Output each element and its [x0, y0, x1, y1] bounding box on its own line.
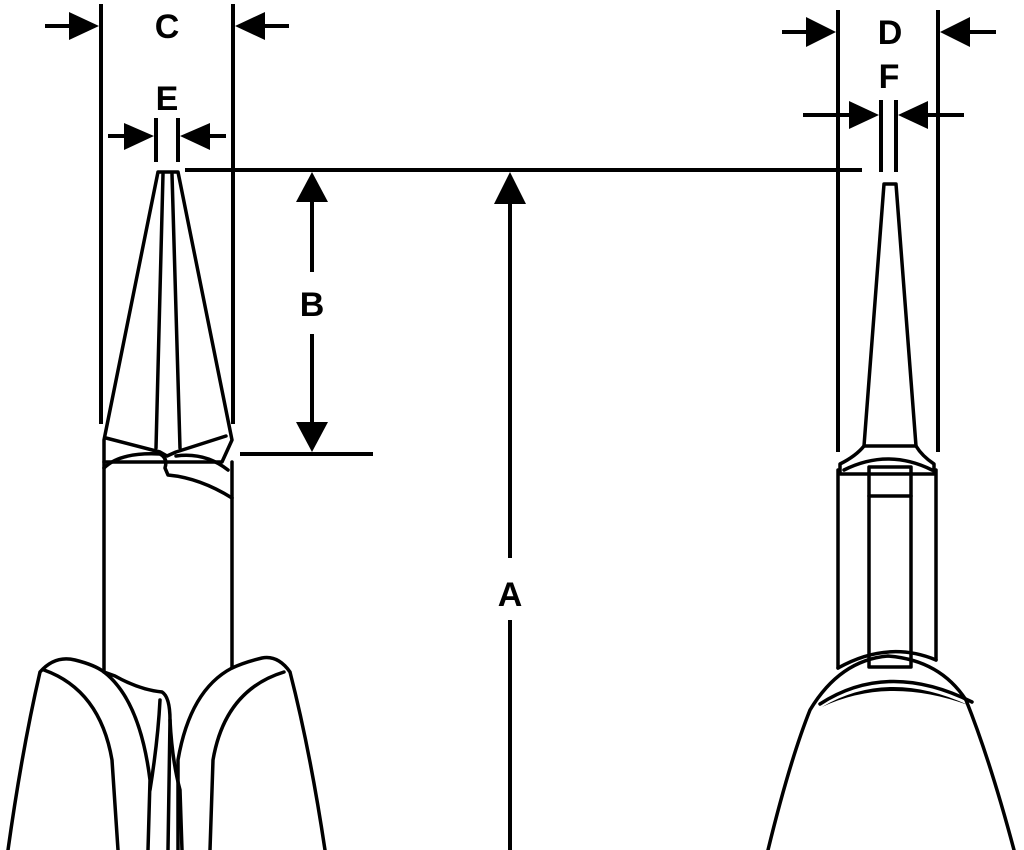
arrow-left-icon [180, 123, 210, 150]
label-C: C [155, 8, 180, 46]
arrow-right-icon [69, 12, 99, 40]
label-B: B [300, 286, 325, 324]
label-E: E [156, 80, 179, 118]
slot-rectangle [867, 465, 913, 669]
right-handle-inner [208, 670, 286, 850]
dimension-E: E [108, 80, 226, 162]
left-handle-inner [42, 668, 120, 850]
jaw-split-left [154, 172, 165, 450]
arrow-left-icon [940, 17, 970, 47]
jaw-base-chevron [104, 434, 228, 458]
side-view-pliers [766, 182, 1016, 850]
right-handle-outer [176, 655, 327, 850]
side-jaw-outline [838, 182, 936, 476]
arrow-up-icon [296, 172, 328, 202]
left-handle-outer [6, 657, 172, 850]
center-gap-left [148, 698, 162, 792]
jaw-split-right [170, 172, 182, 450]
dimension-F: F [803, 58, 964, 172]
front-jaw-outline [102, 170, 234, 464]
label-D: D [878, 14, 903, 52]
arrow-right-icon [806, 17, 836, 47]
label-F: F [879, 58, 900, 96]
arrow-left-icon [235, 12, 265, 40]
jaw-joint-curve [102, 452, 234, 500]
jaw-base-arc [842, 457, 934, 472]
label-A: A [498, 576, 523, 614]
arrow-left-icon [898, 101, 928, 129]
dimension-B: B [240, 172, 373, 456]
left-handle-edge [102, 670, 152, 850]
dimension-A: A [185, 168, 862, 850]
jaw-joint-curve-right [174, 453, 230, 472]
arrow-right-icon [849, 101, 879, 129]
dimension-D: D [782, 10, 996, 452]
front-view-pliers [6, 170, 327, 850]
handle-top-arc [836, 649, 938, 670]
dimension-C: C [45, 4, 289, 424]
arrow-up-icon [494, 172, 526, 204]
handle-arc-shadow [822, 686, 968, 707]
arrow-right-icon [124, 123, 154, 150]
arrow-down-icon [296, 422, 328, 452]
handle-outline [766, 654, 1016, 850]
handle-inner-arc [818, 679, 974, 706]
center-gap-right [168, 718, 184, 850]
